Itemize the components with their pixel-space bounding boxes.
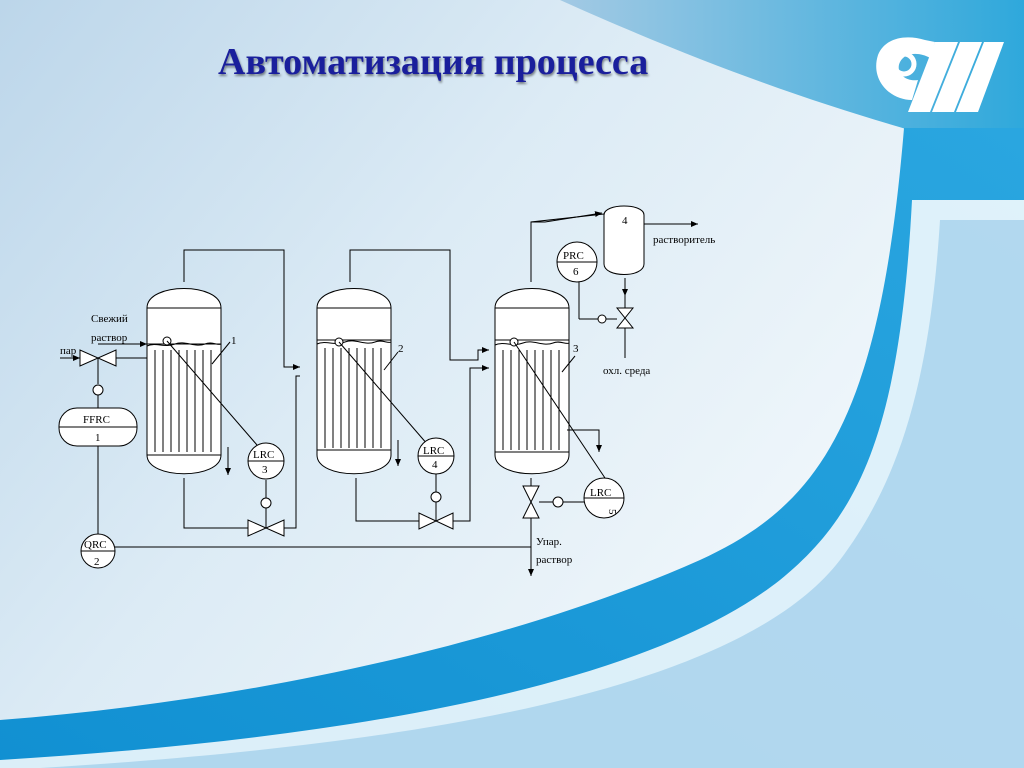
diagram-labels: 4 1 2 3 Свежий раствор пар растворитель …	[60, 215, 715, 568]
process-diagram	[58, 205, 698, 576]
evaporator-3-tubes	[502, 350, 560, 450]
coolant-label: охл. среда	[603, 365, 650, 377]
qrc2-num: 2	[94, 556, 100, 568]
lrc3-tag: LRC	[253, 449, 274, 461]
steam-label: пар	[60, 345, 77, 357]
lrc4-tag: LRC	[423, 445, 444, 457]
evaporator-2	[316, 288, 429, 475]
instrument-shapes	[58, 241, 625, 569]
evaporator-1	[146, 288, 258, 475]
prc6-num: 6	[573, 266, 579, 278]
evaporator-3-number: 3	[573, 343, 579, 355]
fresh-solution-label-line1: Свежий	[91, 313, 128, 325]
light-sweep	[40, 220, 1024, 768]
solvent-label: растворитель	[653, 234, 715, 246]
condenser-number: 4	[622, 215, 628, 227]
evaporator-2-tubes	[324, 348, 382, 448]
lrc3-num: 3	[262, 464, 268, 476]
vapor-lines	[183, 211, 698, 370]
condenser-4	[603, 205, 645, 275]
liquid-lines	[183, 365, 602, 576]
evaporator-3	[494, 288, 606, 479]
fresh-solution-label-line2: раствор	[91, 332, 128, 344]
feed-lines	[60, 341, 531, 548]
ffrc1-num: 1	[95, 432, 101, 444]
prc6-tag: PRC	[563, 250, 584, 262]
evaporator-1-number: 1	[231, 335, 237, 347]
product-label-line2: раствор	[536, 554, 573, 566]
coolant-line	[578, 276, 635, 358]
ffrc1-tag: FFRC	[83, 414, 110, 426]
qrc2-tag: QRC	[84, 539, 107, 551]
lrc4-num: 4	[432, 459, 438, 471]
evaporator-2-number: 2	[398, 343, 404, 355]
product-label-line1: Упар.	[536, 536, 562, 548]
lrc5-tag: LRC	[590, 487, 611, 499]
page-title: Автоматизация процесса	[218, 41, 649, 83]
university-logo	[876, 37, 1004, 112]
lrc5-num: 5	[606, 509, 618, 515]
evaporator-1-tubes	[154, 350, 212, 452]
